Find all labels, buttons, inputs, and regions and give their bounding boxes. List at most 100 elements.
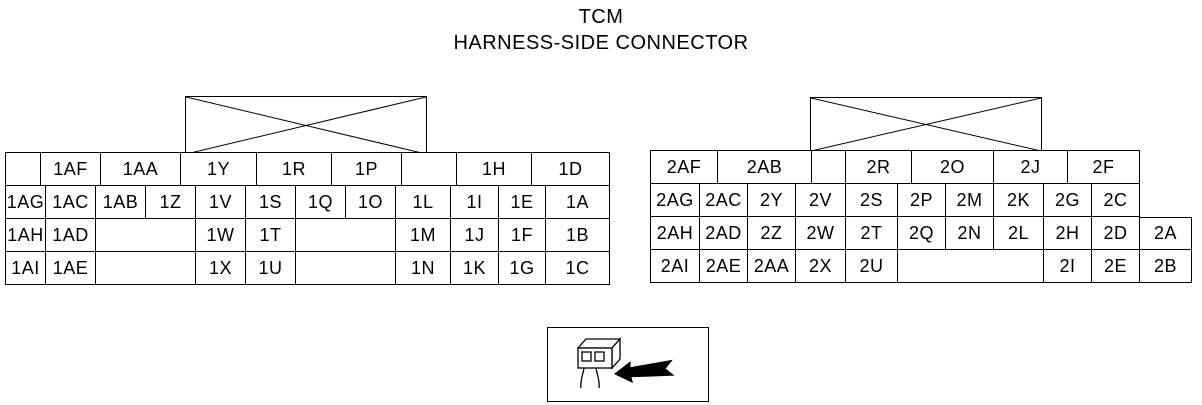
- pin-1V: 1V: [196, 186, 246, 219]
- pin-2Q: 2Q: [898, 217, 946, 250]
- pin-2T: 2T: [846, 217, 898, 250]
- connector-cavity: [594, 351, 605, 362]
- title-line1: TCM: [578, 6, 624, 28]
- pin-1R: 1R: [257, 152, 332, 186]
- empty-cell: [812, 150, 846, 184]
- pin-2O: 2O: [912, 150, 994, 184]
- pin-2AB: 2AB: [718, 150, 812, 184]
- connector2-row-2: 2AG 2AC 2Y 2V 2S 2P 2M 2K 2G 2C: [650, 184, 1192, 217]
- pin-2AE: 2AE: [700, 250, 748, 283]
- pin-1B: 1B: [546, 219, 610, 252]
- pin-2M: 2M: [946, 184, 994, 217]
- pin-1W: 1W: [196, 219, 246, 252]
- pin-1C: 1C: [546, 252, 610, 285]
- connector2-row-3: 2AH 2AD 2Z 2W 2T 2Q 2N 2L 2H 2D 2A: [650, 217, 1192, 250]
- pin-2E: 2E: [1092, 250, 1140, 283]
- pin-1S: 1S: [246, 186, 296, 219]
- pin-2Y: 2Y: [748, 184, 796, 217]
- pin-1AG: 1AG: [5, 186, 46, 219]
- pin-2V: 2V: [796, 184, 846, 217]
- diagram-title: TCM HARNESS-SIDE CONNECTOR: [0, 4, 1202, 56]
- pin-2D: 2D: [1092, 217, 1140, 250]
- connector-cavity: [581, 351, 592, 362]
- empty-cell: [5, 152, 41, 186]
- wire-line: [580, 367, 585, 389]
- pin-1G: 1G: [499, 252, 546, 285]
- pin-1AE: 1AE: [46, 252, 96, 285]
- cross-icon: [811, 98, 1041, 151]
- pin-2L: 2L: [994, 217, 1044, 250]
- title-line2: HARNESS-SIDE CONNECTOR: [453, 32, 749, 54]
- pin-2I: 2I: [1044, 250, 1092, 283]
- connector1-row-2: 1AG 1AC 1AB 1Z 1V 1S 1Q 1O 1L 1I 1E 1A: [5, 186, 610, 219]
- wire-line: [595, 367, 600, 389]
- harness-view-box: [547, 327, 709, 402]
- pin-2G: 2G: [1044, 184, 1092, 217]
- pin-1X: 1X: [196, 252, 246, 285]
- pin-2AD: 2AD: [700, 217, 748, 250]
- connector2-table: 2AF 2AB 2R 2O 2J 2F 2AG 2AC 2Y 2V 2S 2P …: [650, 150, 1192, 283]
- pin-1AA: 1AA: [101, 152, 181, 186]
- pin-2Z: 2Z: [748, 217, 796, 250]
- pin-2P: 2P: [898, 184, 946, 217]
- connector1-keyway-box: [185, 96, 427, 155]
- connector2-row-4: 2AI 2AE 2AA 2X 2U 2I 2E 2B: [650, 250, 1192, 283]
- connector1-header-row: 1AF 1AA 1Y 1R 1P 1H 1D: [5, 152, 610, 186]
- pin-1O: 1O: [346, 186, 396, 219]
- pin-2C: 2C: [1092, 184, 1140, 217]
- pin-2AI: 2AI: [650, 250, 700, 283]
- pin-1N: 1N: [396, 252, 451, 285]
- empty-cell: [96, 219, 196, 252]
- connector2-keyway-box: [810, 97, 1042, 152]
- pin-1AB: 1AB: [96, 186, 146, 219]
- connector-with-arrow-icon: [576, 337, 675, 389]
- pin-1Z: 1Z: [146, 186, 196, 219]
- pin-1AH: 1AH: [5, 219, 46, 252]
- pin-1A: 1A: [546, 186, 610, 219]
- pin-1AD: 1AD: [46, 219, 96, 252]
- pin-1H: 1H: [457, 152, 532, 186]
- empty-cell: [898, 250, 1044, 283]
- connector1-row-4: 1AI 1AE 1X 1U 1N 1K 1G 1C: [5, 252, 610, 285]
- pin-1D: 1D: [532, 152, 610, 186]
- pin-1E: 1E: [499, 186, 546, 219]
- pin-1Q: 1Q: [296, 186, 346, 219]
- empty-cell: [296, 252, 396, 285]
- pin-2K: 2K: [994, 184, 1044, 217]
- pin-2J: 2J: [994, 150, 1068, 184]
- pin-1J: 1J: [451, 219, 499, 252]
- pin-2R: 2R: [846, 150, 912, 184]
- pin-2A: 2A: [1140, 217, 1192, 250]
- pin-1P: 1P: [332, 152, 402, 186]
- pin-2AC: 2AC: [700, 184, 748, 217]
- pin-2H: 2H: [1044, 217, 1092, 250]
- pin-2AH: 2AH: [650, 217, 700, 250]
- pin-1AF: 1AF: [41, 152, 101, 186]
- pin-2U: 2U: [846, 250, 898, 283]
- pin-2X: 2X: [796, 250, 846, 283]
- connector1-row-3: 1AH 1AD 1W 1T 1M 1J 1F 1B: [5, 219, 610, 252]
- pin-2S: 2S: [846, 184, 898, 217]
- empty-cell: [296, 219, 396, 252]
- connector1-table: 1AF 1AA 1Y 1R 1P 1H 1D 1AG 1AC 1AB 1Z 1V…: [5, 152, 610, 285]
- empty-cell: [402, 152, 457, 186]
- pin-2AA: 2AA: [748, 250, 796, 283]
- pin-1AC: 1AC: [46, 186, 96, 219]
- connector2-header-row: 2AF 2AB 2R 2O 2J 2F: [650, 150, 1192, 184]
- pin-1F: 1F: [499, 219, 546, 252]
- arrow-icon: [614, 359, 675, 384]
- empty-cell: [96, 252, 196, 285]
- pin-2W: 2W: [796, 217, 846, 250]
- pin-2F: 2F: [1068, 150, 1140, 184]
- cross-icon: [186, 97, 426, 154]
- pin-1K: 1K: [451, 252, 499, 285]
- pin-1U: 1U: [246, 252, 296, 285]
- pin-1Y: 1Y: [181, 152, 257, 186]
- pin-2AF: 2AF: [650, 150, 718, 184]
- pin-1AI: 1AI: [5, 252, 46, 285]
- pin-1I: 1I: [451, 186, 499, 219]
- pin-2N: 2N: [946, 217, 994, 250]
- pin-1L: 1L: [396, 186, 451, 219]
- pin-1M: 1M: [396, 219, 451, 252]
